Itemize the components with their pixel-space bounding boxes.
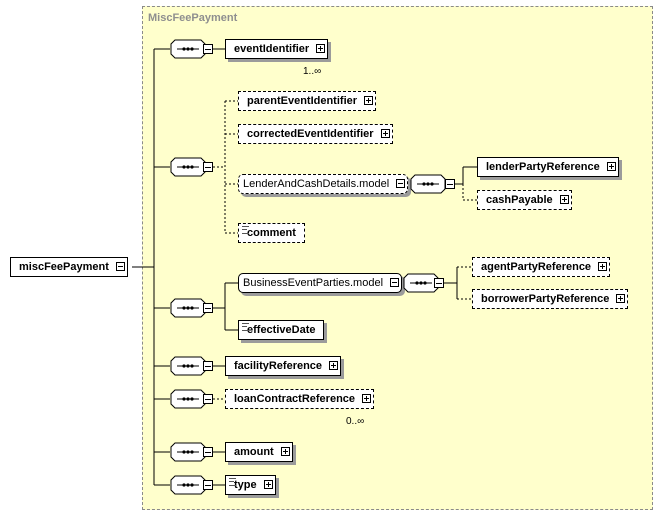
collapse-icon[interactable] xyxy=(203,162,213,172)
element-label: effectiveDate xyxy=(247,324,316,336)
collapse-icon[interactable] xyxy=(203,361,213,371)
expand-icon[interactable] xyxy=(559,195,569,204)
text-content-icon xyxy=(242,323,249,331)
effective-date-element[interactable]: effectiveDate xyxy=(238,320,325,340)
loan-contract-reference-element[interactable]: loanContractReference xyxy=(225,389,375,409)
collapse-icon[interactable] xyxy=(396,179,406,188)
expand-icon[interactable] xyxy=(364,96,374,105)
collapse-icon[interactable] xyxy=(203,303,213,313)
collapse-icon[interactable] xyxy=(203,394,213,404)
expand-icon[interactable] xyxy=(329,361,339,370)
amount-element[interactable]: amount xyxy=(225,442,293,462)
cardinality-label: 1..∞ xyxy=(303,66,322,77)
element-label: miscFeePayment xyxy=(19,261,109,273)
collapse-icon[interactable] xyxy=(203,480,213,490)
element-label: lenderPartyReference xyxy=(486,161,600,173)
expand-icon[interactable] xyxy=(316,44,326,53)
element-label: agentPartyReference xyxy=(481,261,592,273)
sequence-compositor-icon xyxy=(170,356,206,376)
collapse-icon[interactable] xyxy=(445,179,455,189)
element-label: comment xyxy=(247,227,296,239)
collapse-icon[interactable] xyxy=(203,44,213,54)
element-label: loanContractReference xyxy=(234,393,356,405)
sequence-compositor-icon xyxy=(170,442,206,462)
expand-icon[interactable] xyxy=(616,294,626,303)
expand-icon[interactable] xyxy=(606,162,616,171)
sequence-compositor-icon xyxy=(170,389,206,409)
expand-icon[interactable] xyxy=(598,262,608,271)
sequence-compositor-icon xyxy=(403,273,439,293)
corrected-event-identifier-element[interactable]: correctedEventIdentifier xyxy=(238,124,393,144)
text-content-icon xyxy=(242,226,249,234)
element-label: borrowerPartyReference xyxy=(481,293,610,305)
lender-and-cash-details-model-group[interactable]: LenderAndCashDetails.model xyxy=(238,174,409,194)
agent-party-reference-element[interactable]: agentPartyReference xyxy=(472,257,611,277)
group-label: BusinessEventParties.model xyxy=(243,277,384,289)
collapse-icon[interactable] xyxy=(390,278,400,287)
comment-element[interactable]: comment xyxy=(238,223,305,243)
cash-payable-element[interactable]: cashPayable xyxy=(477,190,572,210)
expand-icon[interactable] xyxy=(280,447,290,456)
event-identifier-element[interactable]: eventIdentifier xyxy=(225,39,329,59)
element-label: correctedEventIdentifier xyxy=(247,128,374,140)
sequence-compositor-icon xyxy=(170,157,206,177)
sequence-compositor-icon xyxy=(410,174,446,194)
text-content-icon xyxy=(229,478,236,486)
misc-fee-payment-element[interactable]: miscFeePayment xyxy=(10,257,128,277)
expand-icon[interactable] xyxy=(380,129,390,138)
expand-icon[interactable] xyxy=(362,394,372,403)
group-label: LenderAndCashDetails.model xyxy=(243,178,390,190)
collapse-icon[interactable] xyxy=(115,262,125,271)
element-label: facilityReference xyxy=(234,360,323,372)
business-event-parties-model-group[interactable]: BusinessEventParties.model xyxy=(238,273,403,293)
sequence-compositor-icon xyxy=(170,39,206,59)
type-element[interactable]: type xyxy=(225,475,276,495)
group-title: MiscFeePayment xyxy=(148,12,238,24)
element-label: cashPayable xyxy=(486,194,553,206)
sequence-compositor-icon xyxy=(170,298,206,318)
parent-event-identifier-element[interactable]: parentEventIdentifier xyxy=(238,91,377,111)
element-label: amount xyxy=(234,446,274,458)
collapse-icon[interactable] xyxy=(203,447,213,457)
element-label: parentEventIdentifier xyxy=(247,95,358,107)
element-label: eventIdentifier xyxy=(234,43,310,55)
facility-reference-element[interactable]: facilityReference xyxy=(225,356,342,376)
collapse-icon[interactable] xyxy=(434,278,444,288)
cardinality-label: 0..∞ xyxy=(346,416,365,427)
borrower-party-reference-element[interactable]: borrowerPartyReference xyxy=(472,289,629,309)
element-label: type xyxy=(234,479,257,491)
sequence-compositor-icon xyxy=(170,475,206,495)
expand-icon[interactable] xyxy=(263,480,273,489)
lender-party-reference-element[interactable]: lenderPartyReference xyxy=(477,157,619,177)
